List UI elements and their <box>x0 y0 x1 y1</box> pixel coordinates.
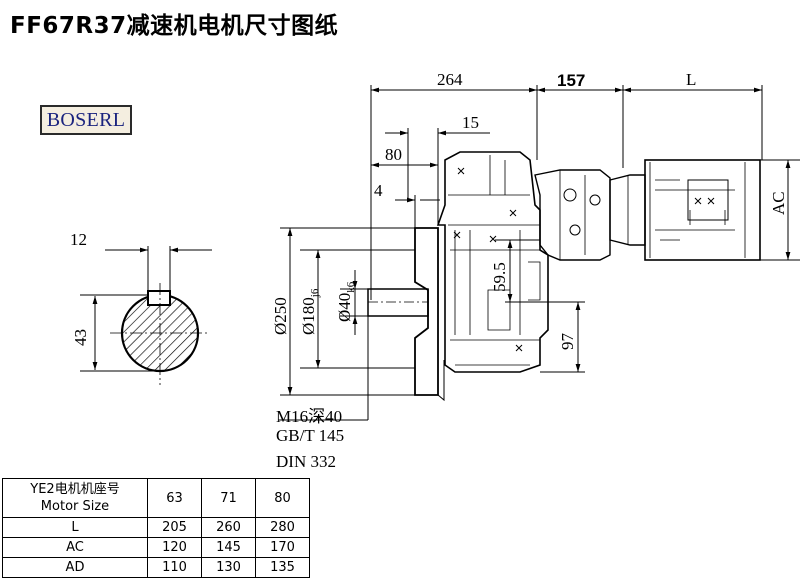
dim-80: 80 <box>385 145 402 164</box>
header-motor-frame: YE2电机机座号 <box>30 482 120 497</box>
table-row: AC 120 145 170 <box>2 537 310 558</box>
dimension-lines-vertical <box>278 227 585 421</box>
dim-97: 97 <box>558 333 577 351</box>
center-hole-note-1: M16深40 <box>276 407 343 426</box>
table-cell: 280 <box>255 517 310 538</box>
table-cell: 120 <box>147 537 202 558</box>
dim-180-tolerance: j6 <box>309 288 321 298</box>
column-header: 80 <box>255 478 310 518</box>
dim-L: L <box>686 70 696 89</box>
table-header-cell: YE2电机机座号 Motor Size <box>2 478 148 518</box>
column-header: 63 <box>147 478 202 518</box>
page-title: FF67R37减速机电机尺寸图纸 <box>10 13 339 39</box>
table-cell: 170 <box>255 537 310 558</box>
header-motor-size: Motor Size <box>40 499 110 514</box>
terminal-box <box>687 179 729 221</box>
dim-15: 15 <box>462 113 479 132</box>
row-label: AD <box>2 557 148 578</box>
table-cell: 205 <box>147 517 202 538</box>
table-row: AD 110 130 135 <box>2 557 310 578</box>
table-cell: 260 <box>201 517 256 538</box>
motor-body <box>644 159 761 261</box>
dim-157: 157 <box>557 71 585 90</box>
keyway-slot <box>147 290 171 306</box>
dim-4: 4 <box>374 181 383 200</box>
row-label: AC <box>2 537 148 558</box>
output-shaft <box>367 288 429 317</box>
center-hole-note-3: DIN 332 <box>276 452 336 471</box>
dim-43: 43 <box>71 329 90 346</box>
table-header-row: YE2电机机座号 Motor Size 63 71 80 <box>2 478 310 518</box>
dimension-lines-top <box>370 85 763 300</box>
table-cell: 145 <box>201 537 256 558</box>
column-header: 71 <box>201 478 256 518</box>
shaft-section-view <box>80 246 212 385</box>
gear-unit-body <box>367 151 646 402</box>
dim-40-tolerance: k6 <box>345 281 357 293</box>
dimension-ac <box>760 159 800 261</box>
dim-250: Ø250 <box>271 297 290 335</box>
row-label: L <box>2 517 148 538</box>
dim-59-5: 59.5 <box>490 262 509 292</box>
dim-40: Ø40k6 <box>335 281 357 322</box>
dim-40-value: Ø40 <box>335 293 354 322</box>
table-cell: 110 <box>147 557 202 578</box>
brand-logo: BOSERL <box>40 105 132 135</box>
dim-12: 12 <box>70 230 87 249</box>
dim-AC: AC <box>769 191 788 215</box>
table-row: L 205 260 280 <box>2 517 310 538</box>
table-cell: 135 <box>255 557 310 578</box>
motor-size-table: YE2电机机座号 Motor Size 63 71 80 L 205 260 28… <box>2 478 310 578</box>
dim-180-value: Ø180 <box>299 297 318 335</box>
table-cell: 130 <box>201 557 256 578</box>
dim-180: Ø180j6 <box>299 288 321 335</box>
center-hole-note-2: GB/T 145 <box>276 426 345 445</box>
dim-264: 264 <box>437 70 463 89</box>
